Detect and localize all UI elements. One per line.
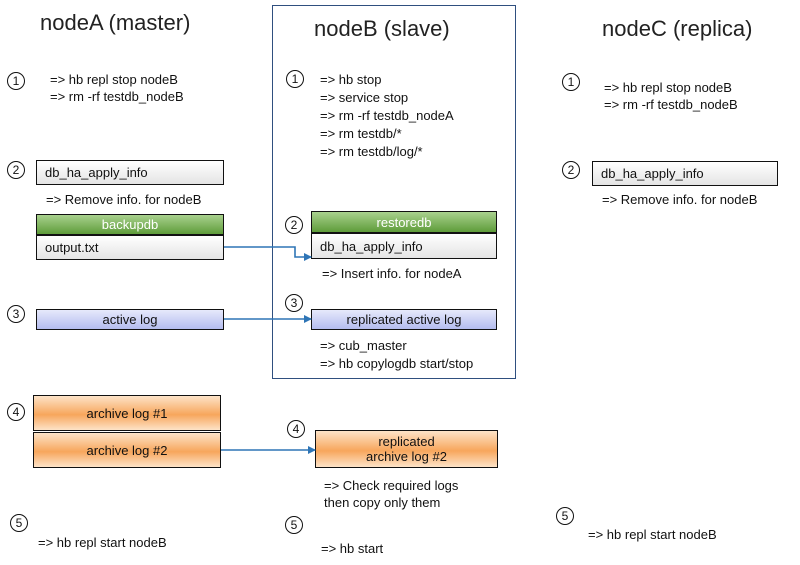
nodeA-step1-line2: => rm -rf testdb_nodeB (50, 89, 184, 104)
nodeB-replicated-active-log-box: replicated active log (311, 309, 497, 330)
nodeA-step1-line1: => hb repl stop nodeB (50, 72, 178, 87)
nodeB-step-4-marker: 4 (287, 420, 305, 438)
nodeB-step1-line2: => service stop (320, 90, 409, 105)
nodeB-step-1-marker: 1 (286, 70, 304, 88)
nodeA-backupdb-header: backupdb (36, 214, 224, 235)
nodeB-panel (272, 5, 516, 379)
nodeA-step5-text: => hb repl start nodeB (38, 535, 167, 550)
nodeC-step-1-marker: 1 (562, 73, 580, 91)
nodeA-step-3-marker: 3 (7, 305, 25, 323)
nodeB-step1-line3: => rm -rf testdb_nodeA (320, 108, 454, 123)
nodeB-step-3-marker: 3 (285, 294, 303, 312)
nodeB-step5-text: => hb start (321, 541, 384, 556)
nodeA-step-2-marker: 2 (7, 161, 25, 179)
nodeB-step-2-marker: 2 (285, 216, 303, 234)
nodeB-step4-line2: then copy only them (324, 495, 441, 510)
nodeB-step2-note: => Insert info. for nodeA (322, 266, 462, 281)
nodeC-apply-info-box: db_ha_apply_info (592, 161, 778, 186)
nodeC-step-5-marker: 5 (556, 507, 574, 525)
nodeC-step1-line1: => hb repl stop nodeB (604, 80, 732, 95)
nodeC-step5-text: => hb repl start nodeB (588, 527, 717, 542)
nodeB-title: nodeB (slave) (314, 16, 450, 41)
nodeC-title: nodeC (replica) (602, 16, 753, 41)
backup-to-restore-arrow (224, 246, 312, 261)
nodeB-step1-line5: => rm testdb/log/* (320, 144, 423, 159)
nodeB-step3-line2: => hb copylogdb start/stop (320, 356, 474, 371)
nodeA-apply-info-box: db_ha_apply_info (36, 160, 224, 185)
nodeB-restoredb-header: restoredb (311, 211, 497, 233)
nodeB-replicated-archive-log-line1: replicated (378, 434, 435, 449)
nodeA-step2-note: => Remove info. for nodeB (46, 192, 202, 207)
nodeA-archive-log-1-box: archive log #1 (33, 395, 221, 431)
nodeB-step1-line1: => hb stop (320, 72, 382, 87)
nodeA-step-4-marker: 4 (7, 403, 25, 421)
nodeB-apply-info-box: db_ha_apply_info (311, 233, 497, 259)
nodeA-step-1-marker: 1 (7, 72, 25, 90)
nodeB-step4-line1: => Check required logs (324, 478, 459, 493)
nodeA-title: nodeA (master) (40, 10, 191, 35)
nodeB-step-5-marker: 5 (285, 516, 303, 534)
nodeB-replicated-archive-log-line2: archive log #2 (366, 449, 447, 464)
nodeA-output-box: output.txt (36, 235, 224, 260)
nodeC-step2-note: => Remove info. for nodeB (602, 192, 758, 207)
nodeB-step1-line4: => rm testdb/* (320, 126, 402, 141)
nodeA-step-5-marker: 5 (10, 514, 28, 532)
nodeB-step3-line1: => cub_master (320, 338, 407, 353)
nodeC-step-2-marker: 2 (562, 161, 580, 179)
nodeA-archive-log-2-box: archive log #2 (33, 432, 221, 468)
nodeB-replicated-archive-log-box: replicated archive log #2 (315, 430, 498, 468)
nodeC-step1-line2: => rm -rf testdb_nodeB (604, 97, 738, 112)
nodeA-active-log-box: active log (36, 309, 224, 330)
